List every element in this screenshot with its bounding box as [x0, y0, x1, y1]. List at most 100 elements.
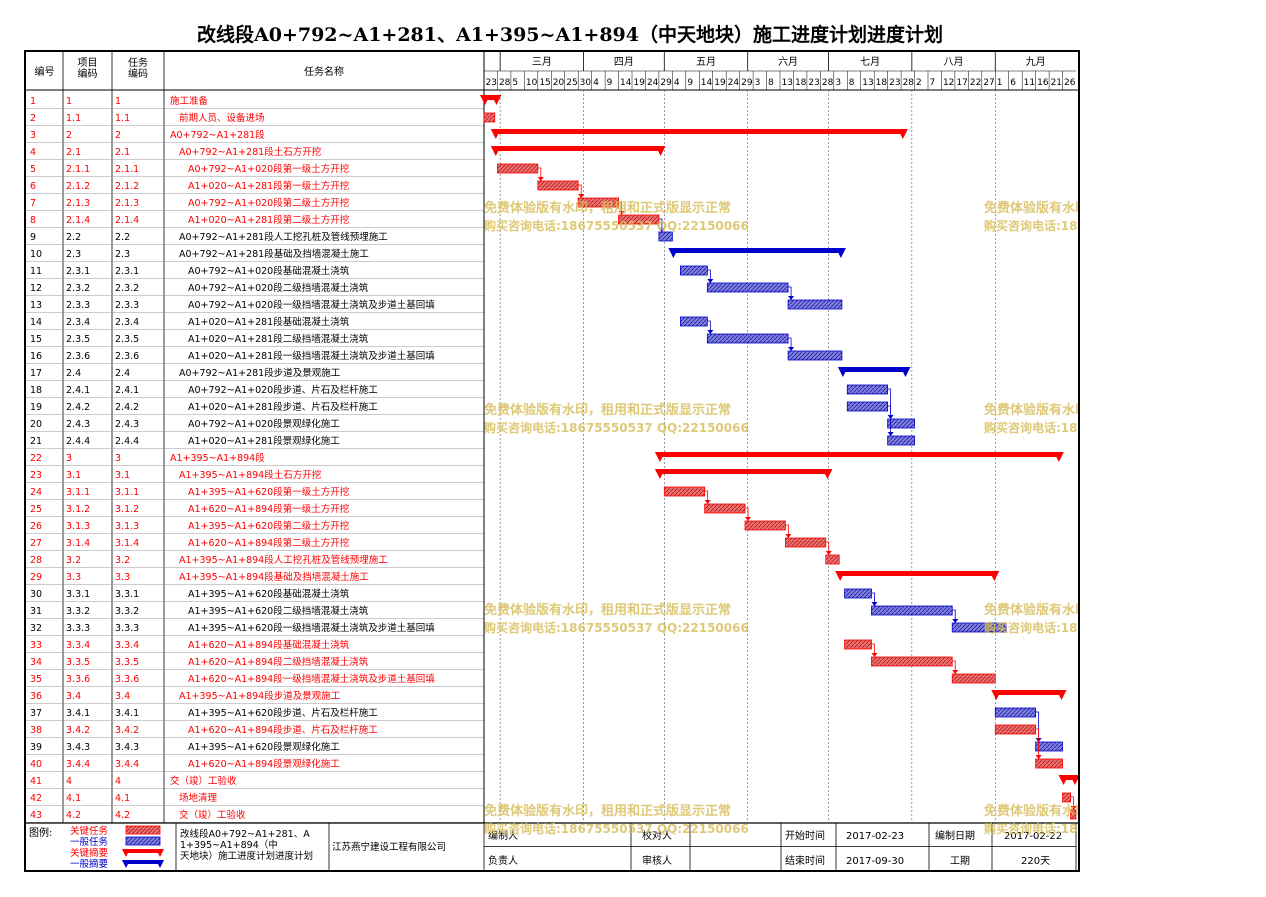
watermark-line1: 免费体验版有水印，租用和正式版显示正常 [984, 602, 1078, 618]
table-row-code: 3.4.4 [66, 759, 90, 770]
table-row-name: 交（竣）工验收 [179, 809, 246, 821]
header-id: 编号 [35, 65, 55, 78]
month-label: 五月 [696, 56, 716, 68]
table-row-name: A1+020~A1+281段基础混凝土浇筑 [188, 316, 350, 328]
table-row-code2: 3.3.3 [115, 623, 139, 634]
gantt-summary-bar [1062, 775, 1076, 780]
day-tick-label: 23 [486, 78, 497, 88]
dependency-line [618, 201, 622, 215]
dependency-arrow [658, 228, 665, 232]
table-row-name: A1+395~A1+894段土石方开挖 [179, 469, 322, 481]
day-tick-label: 2 [916, 78, 922, 88]
legend-swatch-cap [122, 849, 130, 857]
footer-date-value: 2017-02-22 [1004, 831, 1062, 842]
table-row-name: A1+620~A1+894段二级挡墙混凝土浇筑 [188, 656, 369, 668]
watermark-line2: 购买咨询电话:18675550537 QQ:22150066 [984, 420, 1078, 435]
gantt-task-bar [704, 503, 746, 514]
dependency-line [788, 286, 792, 300]
table-row-id: 30 [30, 589, 42, 600]
day-tick-label: 26 [1064, 78, 1076, 88]
dependency-line [578, 184, 582, 198]
table-row-code: 3.1.1 [66, 487, 90, 498]
table-row-code: 2.4.2 [66, 402, 90, 413]
table-row-id: 39 [30, 742, 42, 753]
table-row-code: 1.1 [66, 113, 81, 124]
table-row-code2: 3 [115, 453, 121, 464]
table-row-name: A1+020~A1+281段一级挡墙混凝土浇筑及步道土基回填 [188, 350, 435, 362]
gantt-summary-cap [822, 469, 833, 479]
gantt-summary-cap [1058, 775, 1069, 785]
day-tick-label: 18 [795, 78, 807, 88]
table-row-code2: 2 [115, 130, 121, 141]
day-tick-label: 15 [539, 78, 550, 88]
dependency-line [1035, 728, 1040, 759]
footer-end-value: 2017-09-30 [846, 856, 904, 867]
day-tick-label: 18 [876, 78, 888, 88]
footer-start-label: 开始时间 [785, 829, 825, 842]
table-row-id: 41 [30, 776, 42, 787]
table-row-code: 2.4.4 [66, 436, 90, 447]
gantt-task-bar [887, 418, 915, 429]
watermark-line1: 免费体验版有水印，租用和正式版显示正常 [984, 803, 1078, 819]
watermark-line2: 购买咨询电话:18675550537 QQ:22150066 [484, 821, 749, 836]
table-row-code: 2.1.1 [66, 164, 90, 175]
table-row-id: 35 [30, 674, 42, 685]
dependency-arrow [887, 432, 894, 436]
table-row-code2: 2.3.4 [115, 317, 139, 328]
table-row-id: 5 [30, 164, 36, 175]
table-row-name: A1+020~A1+281段二级挡墙混凝土浇筑 [188, 333, 369, 345]
gantt-summary-cap [490, 129, 501, 139]
table-row-id: 17 [30, 368, 42, 379]
day-tick-label: 11 [1024, 78, 1035, 88]
dependency-arrow [1035, 755, 1042, 759]
watermark-line1: 免费体验版有水印，租用和正式版显示正常 [484, 402, 731, 418]
table-row-name: A1+395~A1+620段步道、片石及栏杆施工 [188, 707, 378, 719]
day-tick-label: 22 [970, 78, 981, 88]
table-row-name: A1+395~A1+620段一级挡墙混凝土浇筑及步道土基回填 [188, 622, 435, 634]
gantt-summary-bar [995, 690, 1063, 695]
gantt-task-bar [825, 554, 840, 565]
watermark-line1: 免费体验版有水印，租用和正式版显示正常 [484, 602, 731, 618]
gantt-task-bar [887, 435, 915, 446]
dependency-line [658, 218, 663, 232]
table-row-name: A0+792~A1+020段第一级土方开挖 [188, 163, 350, 175]
table-row-code: 3.4.3 [66, 742, 90, 753]
day-tick-label: 25 [566, 78, 577, 88]
table-row-code2: 2.1.1 [115, 164, 139, 175]
table-row-name: A1+020~A1+281段步道、片石及栏杆施工 [188, 401, 378, 413]
day-tick-label: 28 [903, 78, 915, 88]
table-row-id: 20 [30, 419, 42, 430]
gantt-summary-cap [1070, 775, 1078, 785]
gantt-summary-cap [491, 95, 502, 105]
gantt-task-bar [846, 401, 889, 412]
table-row-name: A0+792~A1+281段土石方开挖 [179, 146, 322, 158]
dependency-arrow [704, 500, 711, 504]
table-row-id: 4 [30, 147, 36, 158]
day-tick-label: 13 [782, 78, 793, 88]
footer-company: 江苏燕宁建设工程有限公司 [332, 841, 446, 853]
table-row-code: 3.3.1 [66, 589, 90, 600]
day-tick-label: 29 [660, 78, 672, 88]
gantt-task-bar [951, 673, 996, 684]
table-row-name: A0+792~A1+020段基础混凝土浇筑 [188, 265, 350, 277]
table-row-id: 3 [30, 130, 36, 141]
table-row-code2: 2.3.2 [115, 283, 139, 294]
legend-swatch-cap [156, 860, 164, 868]
gantt-summary-cap [900, 367, 911, 377]
day-tick-label: 16 [1037, 78, 1049, 88]
table-row-code: 3.3.6 [66, 674, 90, 685]
gantt-task-bar [1035, 741, 1063, 752]
table-row-code: 2.1.2 [66, 181, 90, 192]
table-row-code: 2.4 [66, 368, 81, 379]
day-tick-label: 8 [768, 78, 774, 88]
legend-swatch-cap [122, 860, 130, 868]
gantt-summary-bar [672, 248, 842, 253]
table-row-code: 3.1.4 [66, 538, 90, 549]
table-row-name: A1+620~A1+894段步道、片石及栏杆施工 [188, 724, 378, 736]
gantt-task-bar [1035, 758, 1063, 769]
dependency-arrow [1070, 806, 1077, 810]
day-tick-label: 23 [808, 78, 819, 88]
table-row-code2: 2.4.3 [115, 419, 139, 430]
table-row-code2: 2.1 [115, 147, 130, 158]
gantt-task-bar [844, 588, 872, 599]
